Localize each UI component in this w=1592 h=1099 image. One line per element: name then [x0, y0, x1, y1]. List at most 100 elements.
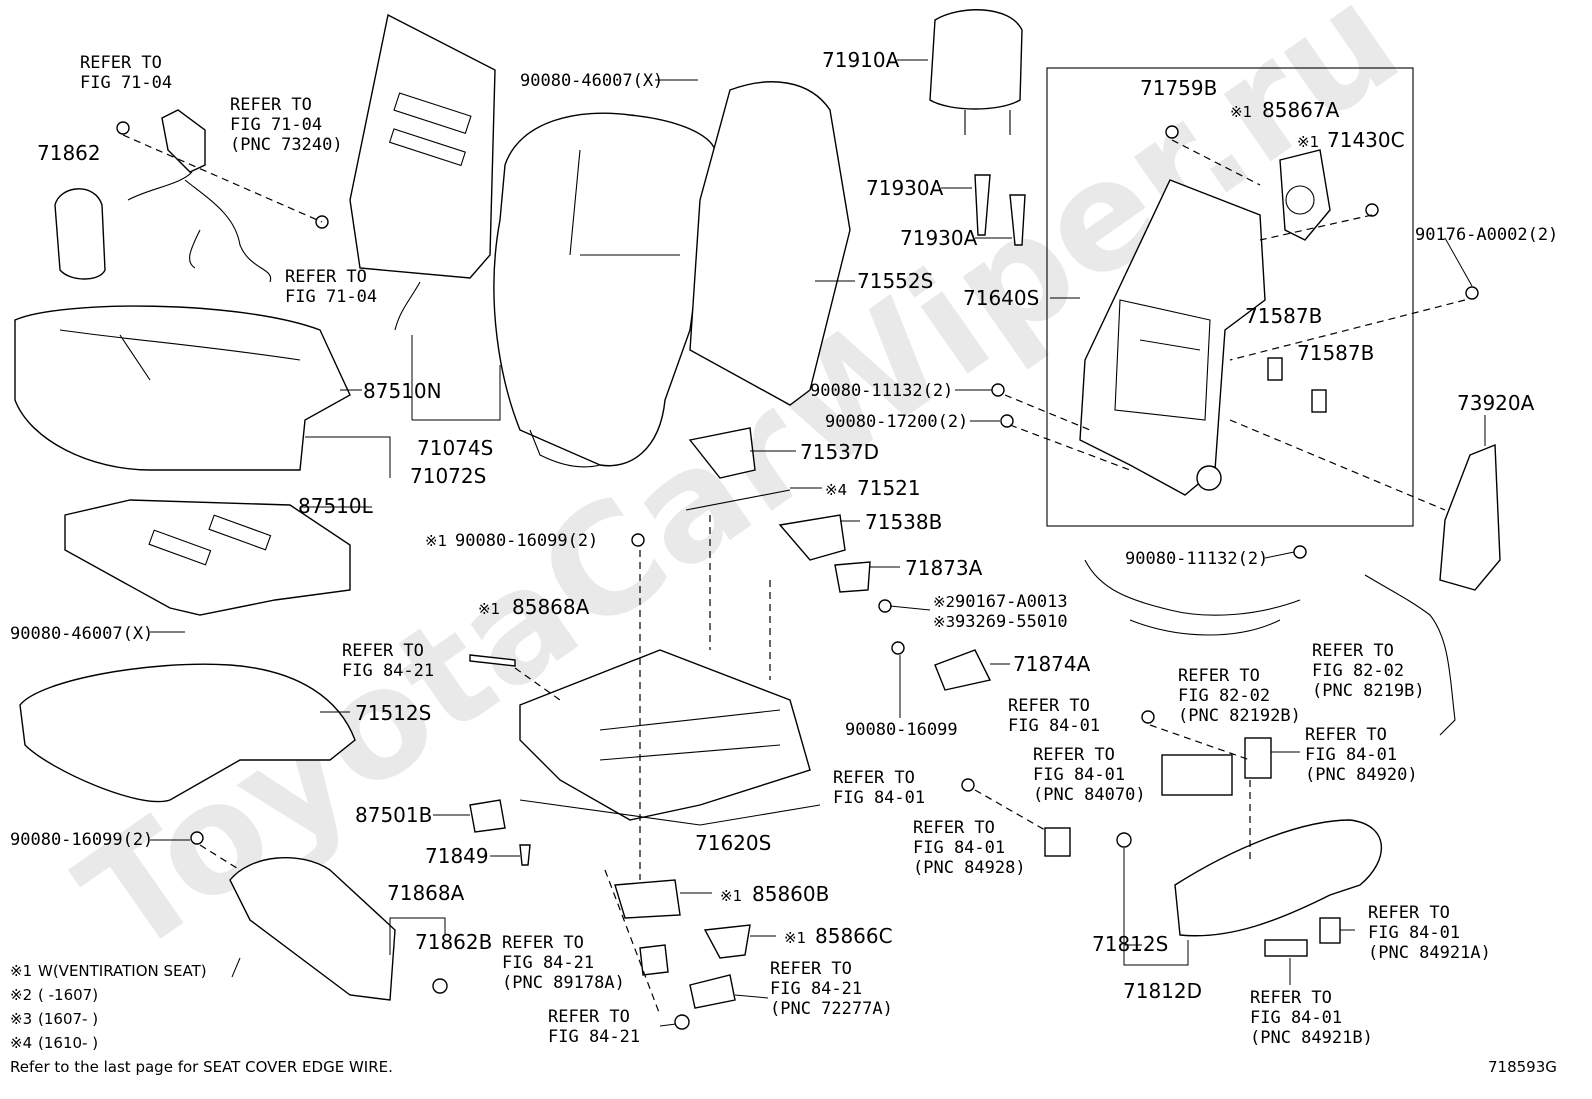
label-71849: 71849: [425, 844, 489, 868]
refer-71-04-a-line2: FIG 71-04: [80, 73, 172, 93]
refer-84-01-e-line1: REFER TO: [913, 818, 995, 838]
part-71620S-shape[interactable]: [519, 649, 811, 821]
refer-82-02-b-line2: FIG 82-02: [1312, 661, 1404, 681]
label-71868A: 71868A: [387, 881, 465, 905]
legend-mark-3: ※3: [10, 1010, 32, 1028]
refer-71-04-a-line1: REFER TO: [80, 53, 162, 73]
legend-mark-2: ※2: [10, 986, 32, 1004]
bolt-84-01-d-shape[interactable]: [961, 778, 975, 792]
label-90080-46007-left: 90080-46007(X): [10, 624, 153, 644]
refer-84-21-a-line1: REFER TO: [342, 641, 424, 661]
switch-84070-shape[interactable]: [1161, 754, 1233, 796]
part-71552S-shape[interactable]: [689, 81, 851, 406]
refer-71-04-b-line1: REFER TO: [230, 95, 312, 115]
bolt-71-04-shape[interactable]: [116, 121, 130, 135]
part-71537D-shape[interactable]: [688, 427, 756, 479]
refer-82-02-b-line1: REFER TO: [1312, 641, 1394, 661]
refer-84-21-d-line2: FIG 84-21: [548, 1027, 640, 1047]
part-71072S-shape[interactable]: [14, 305, 351, 471]
part-71874A-shape[interactable]: [934, 649, 992, 691]
part-71587B-2-shape[interactable]: [1311, 389, 1327, 413]
part-71759B-shape[interactable]: [1165, 125, 1179, 139]
refer-71-04-b-line3: (PNC 73240): [230, 135, 343, 155]
refer-84-21-c-line2: FIG 84-21: [770, 979, 862, 999]
label-71538B: 71538B: [865, 510, 942, 534]
part-71538B-shape[interactable]: [778, 514, 846, 561]
part-73920A-shape[interactable]: [1439, 443, 1501, 591]
part-71812S-shape[interactable]: [1174, 819, 1383, 937]
part-71868A-shape[interactable]: [229, 857, 396, 1001]
refer-84-01-b-line3: (PNC 84070): [1033, 785, 1146, 805]
label-71537D: 71537D: [800, 440, 879, 464]
refer-84-01-f-line1: REFER TO: [1368, 903, 1450, 923]
bolt-90167-shape[interactable]: [878, 599, 892, 613]
legend-text-4: (1610- ): [38, 1034, 98, 1052]
bolt-84-21-a-shape[interactable]: [469, 654, 516, 667]
label-90176: 90176-A0002(2): [1415, 225, 1558, 245]
seat-belt-buckle-shape[interactable]: [127, 109, 272, 283]
part-71930A-2-shape[interactable]: [1009, 194, 1026, 246]
connector-89178A-shape[interactable]: [639, 944, 669, 976]
part-71862B-shape[interactable]: [432, 978, 448, 994]
bolt-90080-11132-a-shape[interactable]: [991, 383, 1005, 397]
refer-84-01-g-line2: FIG 84-01: [1250, 1008, 1342, 1028]
part-90176-shape[interactable]: [1465, 286, 1479, 300]
switch-84928-shape[interactable]: [1044, 827, 1071, 857]
refer-84-21-c-line1: REFER TO: [770, 959, 852, 979]
switch-84920-shape[interactable]: [1244, 737, 1272, 779]
wire-harness-82192B-shape[interactable]: [1084, 559, 1301, 636]
part-87510N-shape[interactable]: [349, 13, 496, 279]
part-85866C-shape[interactable]: [703, 924, 751, 959]
legend-text-2: ( -1607): [38, 986, 98, 1004]
bolt-90080-16099-a-shape[interactable]: [631, 533, 645, 547]
part-85867A-shape[interactable]: [1279, 149, 1331, 241]
part-71521-shape[interactable]: [685, 489, 791, 511]
wire-harness-8219B-shape[interactable]: [1364, 574, 1456, 736]
label-71862: 71862: [37, 141, 101, 165]
part-71074S-shape[interactable]: [493, 112, 716, 467]
screw-71812-shape[interactable]: [1116, 832, 1132, 848]
part-71849-shape[interactable]: [519, 844, 531, 866]
label-71640S: 71640S: [963, 286, 1039, 310]
part-87510L-shape[interactable]: [64, 499, 351, 616]
part-71512S-shape[interactable]: [19, 663, 356, 803]
nut-90080-17200-shape[interactable]: [1000, 414, 1014, 428]
cover-84921B-shape[interactable]: [1264, 939, 1308, 957]
label-90080-11132-b: 90080-11132(2): [1125, 549, 1268, 569]
refer-84-21-b-line3: (PNC 89178A): [502, 973, 625, 993]
connector-72277A-shape[interactable]: [689, 974, 736, 1009]
refer-84-01-b-line2: FIG 84-01: [1033, 765, 1125, 785]
label-71521: 71521: [857, 476, 921, 500]
bolt-90080-11132-b-shape[interactable]: [1293, 545, 1307, 559]
part-71430C-shape[interactable]: [1365, 203, 1379, 217]
label-71874A: 71874A: [1013, 652, 1091, 676]
bolt-90080-16099-b-shape[interactable]: [891, 641, 905, 655]
refer-84-01-a-line2: FIG 84-01: [1008, 716, 1100, 736]
diagram-id: 718593G: [1488, 1058, 1557, 1076]
label-90080-17200: 90080-17200(2): [825, 412, 968, 432]
label-71812D: 71812D: [1123, 979, 1202, 1003]
refer-82-02-a-line3: (PNC 82192B): [1178, 706, 1301, 726]
label-85860B: 85860B: [752, 882, 829, 906]
refer-84-01-f-line3: (PNC 84921A): [1368, 943, 1491, 963]
bolt-84-21-shape[interactable]: [674, 1014, 690, 1030]
refer-84-01-g-line1: REFER TO: [1250, 988, 1332, 1008]
label-85866C: 85866C: [815, 924, 893, 948]
label-90080-11132-a: 90080-11132(2): [810, 381, 953, 401]
part-71910A-shape[interactable]: [929, 9, 1023, 110]
refer-84-01-b-line1: REFER TO: [1033, 745, 1115, 765]
label-90080-16099-c: 90080-16099(2): [10, 830, 153, 850]
bolt-84-01-a-shape[interactable]: [1141, 710, 1155, 724]
part-87501B-shape[interactable]: [469, 799, 506, 833]
part-71873A-shape[interactable]: [834, 561, 871, 593]
refer-84-01-e-line3: (PNC 84928): [913, 858, 1026, 878]
label-87510L: 87510L: [298, 494, 374, 518]
part-71587B-shape[interactable]: [1267, 357, 1283, 381]
refer-84-21-b-line1: REFER TO: [502, 933, 584, 953]
cover-84921A-shape[interactable]: [1319, 917, 1341, 944]
label-71587B-1: 71587B: [1245, 304, 1322, 328]
part-71930A-shape[interactable]: [974, 174, 991, 236]
part-71862-shape[interactable]: [54, 188, 106, 280]
bolt-90080-16099-c-shape[interactable]: [190, 831, 204, 845]
part-85860B-shape[interactable]: [614, 879, 681, 919]
